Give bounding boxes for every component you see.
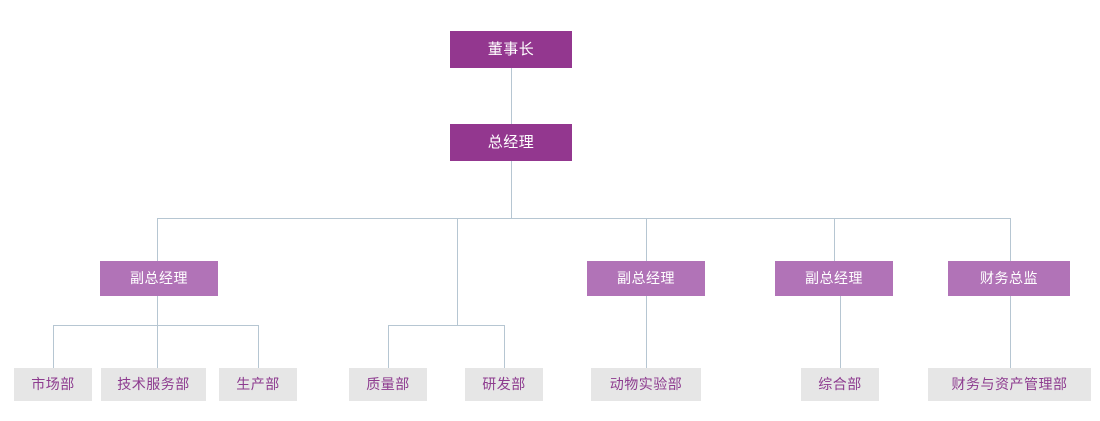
node-dept-tech-service[interactable]: 技术服务部 bbox=[101, 368, 206, 401]
connector-to-dept-quality bbox=[388, 325, 389, 368]
connector-to-dept-marketing bbox=[53, 325, 54, 368]
connector-to-dept-production bbox=[258, 325, 259, 368]
connector-bus-to-deputy-2 bbox=[646, 218, 647, 261]
node-dept-rnd[interactable]: 研发部 bbox=[465, 368, 543, 401]
connector-to-dept-rnd bbox=[504, 325, 505, 368]
node-dept-finance-assets[interactable]: 财务与资产管理部 bbox=[928, 368, 1091, 401]
node-dept-marketing[interactable]: 市场部 bbox=[14, 368, 92, 401]
node-cfo[interactable]: 财务总监 bbox=[948, 261, 1070, 296]
connector-bus-to-quality-rnd bbox=[457, 218, 458, 325]
node-deputy-gm-2[interactable]: 副总经理 bbox=[587, 261, 705, 296]
connector-main-bus bbox=[157, 218, 1011, 219]
connector-quality-rnd-bus bbox=[388, 325, 505, 326]
node-dept-production[interactable]: 生产部 bbox=[219, 368, 297, 401]
node-deputy-gm-3[interactable]: 副总经理 bbox=[775, 261, 893, 296]
connector-to-dept-tech-service bbox=[157, 325, 158, 368]
connector-bus-to-deputy-1 bbox=[157, 218, 158, 261]
connector-deputy-1-bus bbox=[53, 325, 259, 326]
node-dept-quality[interactable]: 质量部 bbox=[349, 368, 427, 401]
node-general-manager[interactable]: 总经理 bbox=[450, 124, 572, 161]
node-deputy-gm-1[interactable]: 副总经理 bbox=[100, 261, 218, 296]
connector-chairman-to-gm bbox=[511, 68, 512, 124]
node-dept-general-affairs[interactable]: 综合部 bbox=[801, 368, 879, 401]
connector-deputy-2-to-animal-lab bbox=[646, 296, 647, 368]
connector-cfo-to-finance-assets bbox=[1010, 296, 1011, 368]
connector-bus-to-deputy-3 bbox=[834, 218, 835, 261]
node-chairman[interactable]: 董事长 bbox=[450, 31, 572, 68]
node-dept-animal-lab[interactable]: 动物实验部 bbox=[591, 368, 701, 401]
connector-gm-down bbox=[511, 161, 512, 218]
connector-deputy-1-down bbox=[157, 296, 158, 325]
connector-deputy-3-to-general-affairs bbox=[840, 296, 841, 368]
connector-bus-to-cfo bbox=[1010, 218, 1011, 261]
